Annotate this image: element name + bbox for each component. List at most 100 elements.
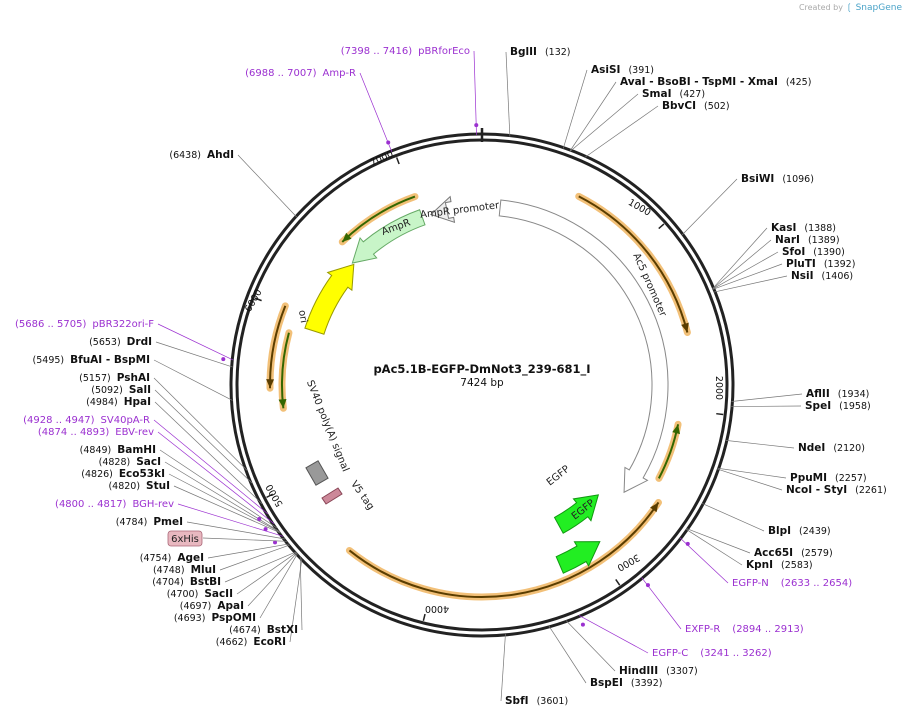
primer-position: (7398 .. 7416) bbox=[341, 46, 413, 57]
plasmid-length: 7424 bp bbox=[460, 377, 504, 389]
site-label-stui: (4820)StuI bbox=[108, 480, 170, 492]
primer-label-egfp-n: EGFP-N(2633 .. 2654) bbox=[732, 578, 852, 589]
site-leader-bamhi bbox=[159, 449, 278, 529]
site-leader-ndei bbox=[725, 440, 795, 449]
his-tag-leader bbox=[202, 537, 287, 542]
site-leader-apai bbox=[247, 552, 298, 607]
site-name: BstBI bbox=[190, 576, 221, 588]
site-name: Eco53kI bbox=[119, 468, 165, 480]
site-position: (427) bbox=[680, 89, 706, 100]
site-name: BlpI bbox=[768, 525, 791, 537]
site-name: SacII bbox=[204, 588, 233, 600]
site-label-pmei: (4784)PmeI bbox=[116, 516, 183, 528]
site-name: ApaI bbox=[217, 600, 244, 612]
site-label-apai: (4697) ApaI bbox=[180, 600, 244, 612]
site-label-pluti: PluTI(1392) bbox=[786, 258, 855, 270]
site-leader-bfuai-bspmi bbox=[153, 359, 233, 401]
tick-mark-7000 bbox=[395, 157, 400, 165]
site-position: (4704) bbox=[152, 577, 184, 588]
site-leader-ppumi bbox=[717, 467, 787, 479]
site-position: (2439) bbox=[799, 526, 831, 537]
primer-name: SV40pA-R bbox=[101, 415, 150, 426]
site-position: (4748) bbox=[153, 565, 185, 576]
site-name: NdeI bbox=[798, 442, 825, 454]
ac5-promoter-feature bbox=[498, 199, 669, 494]
site-name: BglII bbox=[510, 46, 537, 58]
site-label-bamhi: (4849)BamHI bbox=[80, 444, 156, 456]
site-position: (1392) bbox=[824, 259, 856, 270]
primer-name: BGH-rev bbox=[132, 499, 174, 510]
primer-label-egfp-c: EGFP-C(3241 .. 3262) bbox=[652, 648, 772, 659]
tick-label-3000: 3000 bbox=[615, 551, 641, 573]
feature-label-ampr-promoter-0: AmpR promoter bbox=[420, 200, 501, 221]
site-name: EcoRI bbox=[253, 636, 286, 648]
site-position: (4754) bbox=[140, 553, 172, 564]
site-label-smai: SmaI (427) bbox=[642, 88, 705, 100]
site-name: PpuMI bbox=[790, 472, 827, 484]
primer-label-exfp-r: EXFP-R(2894 .. 2913) bbox=[685, 624, 804, 635]
primer-leader-egfp-c bbox=[578, 615, 649, 654]
site-label-bfuai-bspmi: (5495)BfuAI - BspMI bbox=[33, 354, 150, 366]
primer-marker-exfp-r bbox=[645, 583, 650, 588]
site-leader-hindiii bbox=[565, 620, 616, 672]
site-label-ndei: NdeI (2120) bbox=[798, 442, 865, 454]
site-position: (6438) bbox=[169, 150, 201, 161]
site-position: (4700) bbox=[167, 589, 199, 600]
site-position: (4662) bbox=[216, 637, 248, 648]
site-label-spei: SpeI(1958) bbox=[805, 400, 871, 412]
site-leader-acc65i bbox=[686, 528, 751, 554]
primer-position: (4800 .. 4817) bbox=[55, 499, 127, 510]
primer-leader-sv40pa-r bbox=[153, 419, 269, 515]
primer-label-bgh-rev: (4800 .. 4817) BGH-rev bbox=[55, 499, 174, 510]
site-leader-sali bbox=[154, 389, 253, 484]
site-name: SbfI bbox=[505, 695, 529, 707]
site-label-sbfi: SbfI (3601) bbox=[505, 695, 568, 707]
site-label-agei: (4754)AgeI bbox=[140, 552, 204, 564]
site-name: BbvCI bbox=[662, 100, 696, 112]
site-label-sacii: (4700) SacII bbox=[167, 588, 233, 600]
site-leader-kasi bbox=[712, 227, 768, 289]
primer-name: EXFP-R bbox=[685, 624, 720, 635]
site-name: SmaI bbox=[642, 88, 672, 100]
created-by-text: Created by bbox=[798, 3, 843, 12]
site-leader-bsiwi bbox=[681, 178, 738, 236]
site-leader-kpni bbox=[685, 529, 743, 566]
site-name: SfoI bbox=[782, 246, 805, 258]
site-name: NcoI - StyI bbox=[786, 484, 847, 496]
site-position: (2120) bbox=[833, 443, 865, 454]
site-position: (4849) bbox=[80, 445, 112, 456]
his-tag-box bbox=[167, 530, 203, 547]
site-position: (4697) bbox=[180, 601, 212, 612]
site-leader-nsii bbox=[714, 275, 788, 293]
primer-label-pbrforeco: (7398 .. 7416)pBRforEco bbox=[341, 46, 470, 57]
site-position: (3601) bbox=[537, 696, 569, 707]
site-leader-ncoi-styi bbox=[717, 468, 783, 491]
site-name: SpeI bbox=[805, 400, 831, 412]
primer-name: EBV-rev bbox=[115, 427, 154, 438]
site-leader-ahdi bbox=[237, 154, 298, 218]
site-label-kpni: KpnI(2583) bbox=[746, 559, 813, 571]
his-tag-label: 6xHis bbox=[167, 530, 203, 547]
primer-position: (6988 .. 7007) bbox=[245, 68, 317, 79]
site-label-sfoi: SfoI(1390) bbox=[782, 246, 845, 258]
primer-marker-amp-r bbox=[386, 140, 391, 145]
primer-leader-pbrforeco bbox=[473, 50, 477, 136]
site-name: SacI bbox=[136, 456, 161, 468]
site-position: (2579) bbox=[801, 548, 833, 559]
site-leader-bspei bbox=[548, 625, 587, 684]
site-position: (4693) bbox=[174, 613, 206, 624]
ampr-promoter-feature bbox=[429, 195, 456, 224]
site-leader-sacii bbox=[236, 552, 297, 595]
snapgene-app-name: SnapGene bbox=[855, 3, 902, 13]
site-position: (1406) bbox=[822, 271, 854, 282]
cds-marker-3-arrowhead bbox=[342, 232, 352, 242]
primer-marker-pbrforeco bbox=[474, 123, 479, 128]
site-leader-smai bbox=[570, 93, 639, 152]
site-name: KasI bbox=[771, 222, 796, 234]
site-leader-nari bbox=[712, 239, 772, 290]
site-position: (5495) bbox=[33, 355, 65, 366]
site-position: (425) bbox=[786, 77, 812, 88]
tick-label-7000: 7000 bbox=[369, 149, 396, 169]
site-leader-asisi bbox=[562, 69, 588, 149]
